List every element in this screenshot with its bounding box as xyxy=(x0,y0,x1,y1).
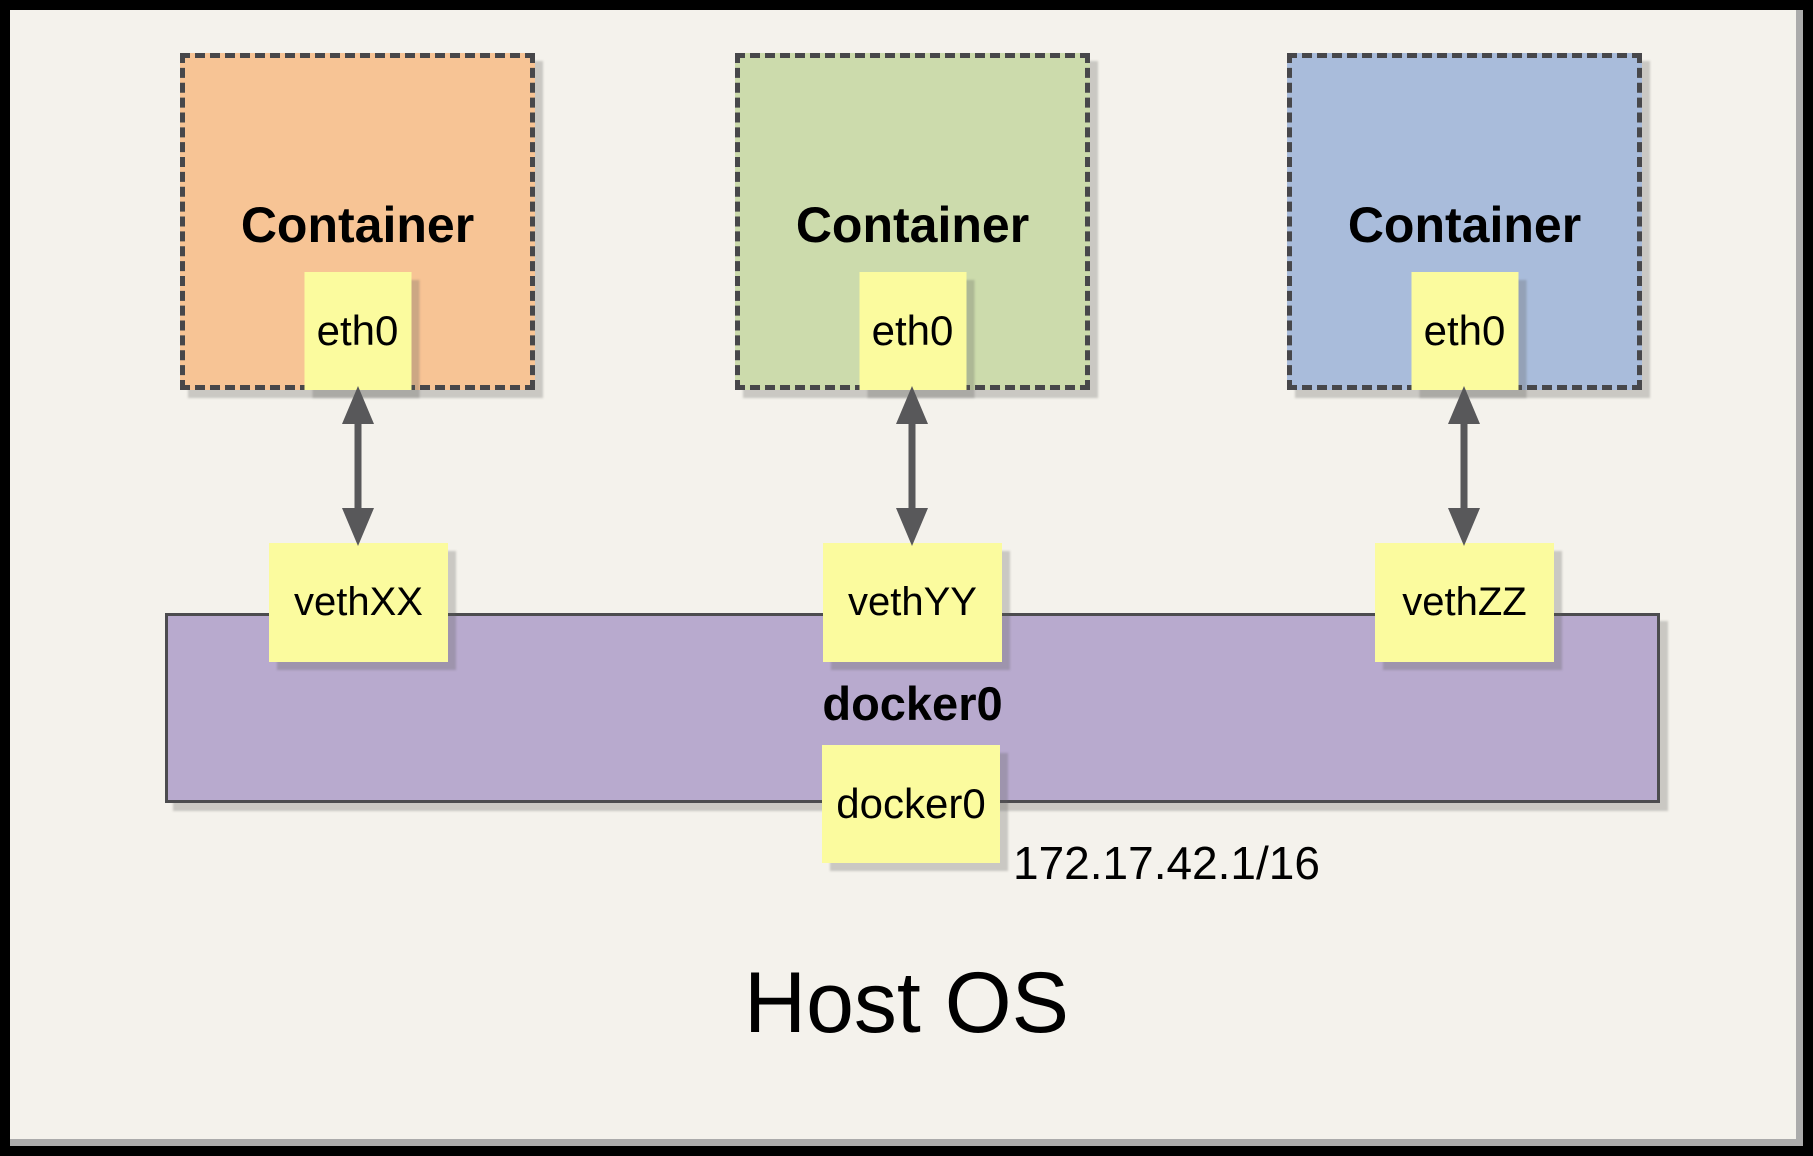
container-box-3: Container eth0 xyxy=(1287,53,1642,390)
vethyy-box: vethYY xyxy=(823,543,1002,662)
container-2-title: Container xyxy=(795,197,1030,253)
host-os-title: Host OS xyxy=(744,955,1069,1051)
container-1-eth0-box: eth0 xyxy=(304,272,411,390)
container-2-eth0-label: eth0 xyxy=(871,307,954,354)
vethxx-label: vethXX xyxy=(294,580,423,624)
vethzz-label: vethZZ xyxy=(1402,580,1527,624)
bridge-ip-label: 172.17.42.1/16 xyxy=(1013,837,1320,889)
container-3-title: Container xyxy=(1347,197,1582,253)
double-arrow-icon-2 xyxy=(896,386,928,546)
vethyy-label: vethYY xyxy=(848,580,977,624)
docker0-interface-label: docker0 xyxy=(836,780,986,827)
docker0-interface-box: docker0 xyxy=(822,745,1000,863)
container-1-title: Container xyxy=(240,197,475,253)
container-3-eth0-label: eth0 xyxy=(1423,307,1506,354)
container-box-1: Container eth0 xyxy=(180,53,535,390)
container-box-2: Container eth0 xyxy=(735,53,1090,390)
docker0-bridge-title: docker0 xyxy=(822,677,1003,730)
container-3-eth0-box: eth0 xyxy=(1411,272,1518,390)
double-arrow-icon-1 xyxy=(342,386,374,546)
double-arrow-icon-3 xyxy=(1448,386,1480,546)
container-2-eth0-box: eth0 xyxy=(859,272,966,390)
vethxx-box: vethXX xyxy=(269,543,448,662)
container-1-eth0-label: eth0 xyxy=(316,307,399,354)
vethzz-box: vethZZ xyxy=(1375,543,1554,662)
